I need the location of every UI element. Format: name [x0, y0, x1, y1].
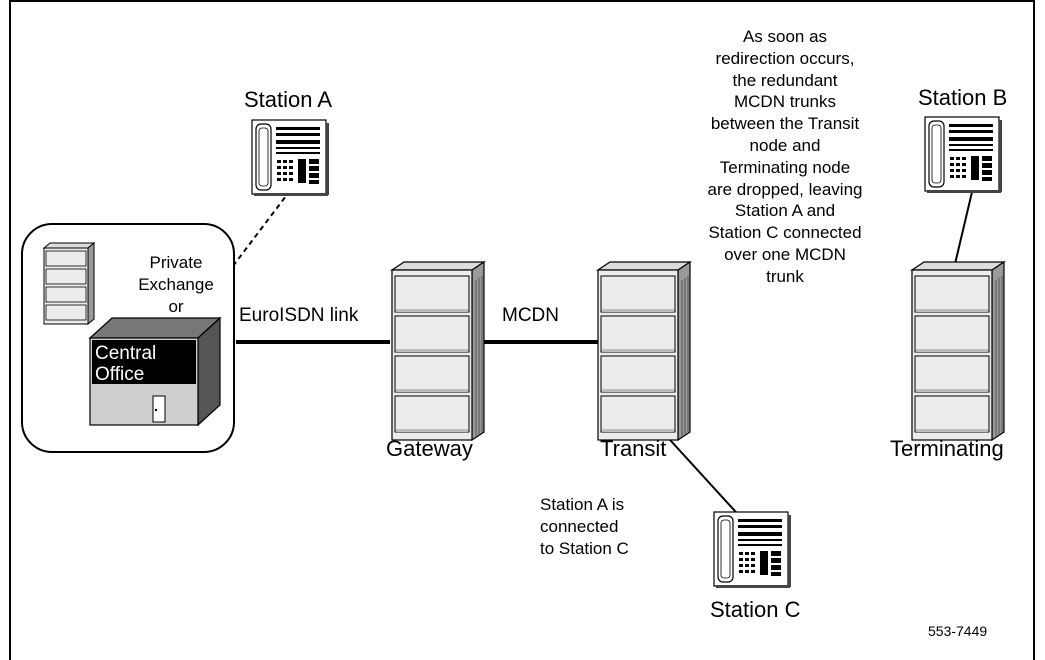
- connection-note: Station A is connected to Station C: [540, 495, 629, 558]
- station-a-phone-icon: [251, 119, 330, 197]
- transit-cabinet: [597, 261, 691, 441]
- euroisdn-link-label: EuroISDN link: [239, 305, 359, 326]
- station-a-dashed-link: [232, 195, 287, 267]
- station-c-label: Station C: [710, 597, 801, 622]
- mcdn-link-label: MCDN: [502, 305, 559, 326]
- central-office-building-icon: [88, 316, 222, 427]
- redirection-note: As soon as redirection occurs, the redun…: [707, 27, 863, 286]
- station-b-label: Station B: [918, 85, 1008, 110]
- transit-label: Transit: [600, 436, 667, 461]
- gateway-cabinet: [391, 261, 485, 441]
- station-c-phone-icon: [713, 511, 792, 589]
- station-a-label: Station A: [244, 87, 333, 112]
- terminating-cabinet: [911, 261, 1005, 441]
- gateway-label: Gateway: [386, 436, 473, 461]
- figure-id: 553-7449: [928, 623, 988, 639]
- terminating-label: Terminating: [890, 436, 1004, 461]
- station-b-link: [954, 191, 973, 265]
- central-office-label: Central Office: [95, 343, 157, 385]
- small-cabinet-icon: [42, 241, 96, 326]
- private-exchange-label: Private Exchange or: [138, 253, 214, 316]
- station-b-phone-icon: [924, 116, 1003, 194]
